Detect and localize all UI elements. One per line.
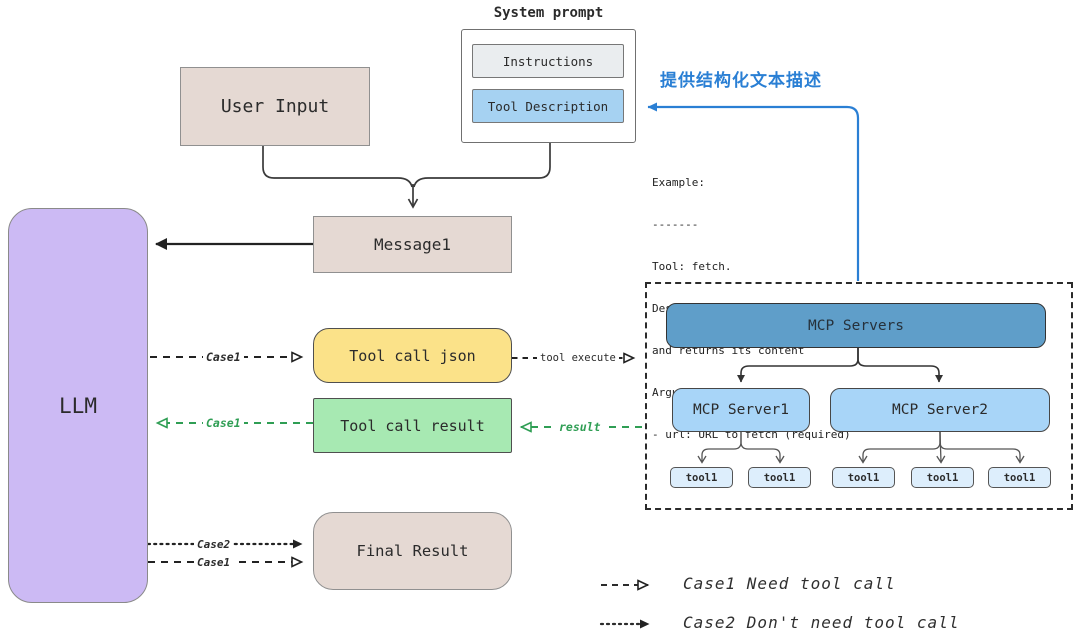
arrow-label-case2: Case2 [194, 538, 234, 551]
arrow-label-case1-green: Case1 [203, 417, 244, 430]
tool-description-box: Tool Description [472, 89, 624, 123]
tool-call-json-box: Tool call json [313, 328, 512, 383]
example-line: Example: [652, 176, 705, 189]
arrow-label-result: result [556, 421, 604, 434]
connector-system-prompt-to-merge [413, 143, 551, 188]
tool-box: tool1 [670, 467, 733, 488]
example-line: ------- [652, 218, 699, 231]
example-line: Tool: fetch. [652, 260, 732, 273]
tool-call-result-box: Tool call result [313, 398, 512, 453]
instructions-box: Instructions [472, 44, 624, 78]
tool-box: tool1 [748, 467, 811, 488]
fork-header-to-server2 [857, 348, 943, 383]
tool-box: tool1 [911, 467, 974, 488]
mcp-server1-box: MCP Server1 [672, 388, 810, 432]
user-input-box: User Input [180, 67, 370, 146]
llm-box: LLM [8, 208, 148, 603]
fork-server1-tool2 [740, 432, 785, 464]
arrow-label-case1-final: Case1 [194, 556, 234, 569]
arrow-label-tool-execute: tool execute [537, 352, 619, 365]
arrow-mcp-to-tool-description [647, 102, 860, 281]
mcp-server2-box: MCP Server2 [830, 388, 1050, 432]
tool-box: tool1 [988, 467, 1051, 488]
fork-server2-tool3 [939, 432, 1025, 464]
tool-box: tool1 [832, 467, 895, 488]
message1-box: Message1 [313, 216, 512, 273]
final-result-box: Final Result [313, 512, 512, 590]
chinese-annotation: 提供结构化文本描述 [660, 71, 822, 91]
legend-case1-label: Case1 Need tool call [683, 574, 896, 593]
system-prompt-title: System prompt [493, 5, 604, 21]
fork-server2-tool1 [858, 432, 941, 464]
mcp-servers-container [645, 282, 1073, 510]
mcp-servers-header-box: MCP Servers [666, 303, 1046, 348]
legend-case2-label: Case2 Don't need tool call [683, 613, 960, 632]
fork-server1-tool1 [697, 432, 742, 464]
arrow-label-case1: Case1 [203, 351, 244, 364]
connector-user-input-to-merge [262, 146, 413, 188]
